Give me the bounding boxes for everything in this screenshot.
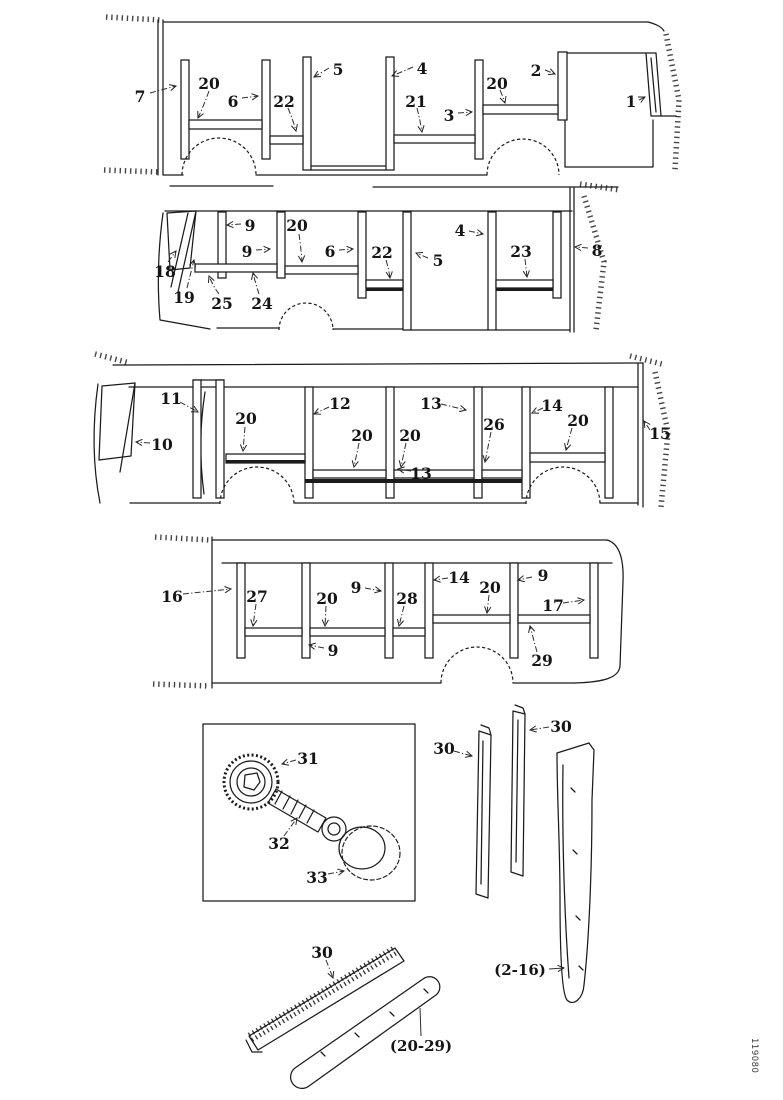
- callout-p2-5: 5: [433, 251, 444, 270]
- callout-p3-20-c: 20: [399, 426, 421, 445]
- callout-p3-20-a: 20: [235, 409, 257, 428]
- leader-lines-strips: [453, 725, 566, 972]
- wheel-arches-1: [181, 137, 560, 176]
- callout-p3-11: 11: [160, 389, 182, 408]
- fastener-detail-box: 31 32 33: [202, 723, 416, 902]
- callout-p2-19: 19: [173, 288, 195, 307]
- callout-p1-1: 1: [626, 92, 637, 111]
- callout-p4-14: 14: [448, 568, 470, 587]
- callout-p2-24: 24: [251, 294, 273, 313]
- flat-strip-20-29: [289, 976, 441, 1090]
- callout-p1-3: 3: [444, 106, 455, 125]
- screw-32: [267, 788, 347, 842]
- callout-p2-23: 23: [510, 242, 532, 261]
- callout-p4-9-c: 9: [328, 641, 339, 660]
- rails-1: [188, 104, 559, 145]
- callout-p2-6: 6: [325, 242, 336, 261]
- body-outline-3: [93, 351, 671, 508]
- detail-box-border: [202, 723, 416, 902]
- callout-p3-14: 14: [541, 396, 563, 415]
- callout-p2-9-a: 9: [245, 216, 256, 235]
- callout-p4-28: 28: [396, 589, 418, 608]
- callout-labels-1: 7 20 6 22 5 4 21 3 20 2 1: [135, 59, 637, 125]
- callout-33: 33: [306, 868, 328, 887]
- callout-p1-21: 21: [405, 92, 427, 111]
- leader-lines-bottom: [325, 959, 422, 1037]
- callout-p1-2: 2: [531, 61, 542, 80]
- callout-p2-22: 22: [371, 243, 393, 262]
- callout-p2-20: 20: [286, 216, 308, 235]
- callout-p4-29: 29: [531, 651, 553, 670]
- callout-labels-4: 16 27 20 9 28 14 20 9 17 9 29: [161, 566, 564, 670]
- group-label-20-29: (20-29): [390, 1037, 452, 1055]
- callout-p1-6: 6: [228, 92, 239, 111]
- callout-p2-4: 4: [455, 221, 466, 240]
- leader-lines-1: [149, 66, 646, 134]
- callout-p1-5: 5: [333, 60, 344, 79]
- side-view-panel-4: 16 27 20 9 28 14 20 9 17 9 29: [152, 534, 624, 689]
- body-outline-2: [157, 181, 621, 333]
- wheel-arches-3: [219, 466, 601, 505]
- wheel-arches-2: [278, 302, 334, 331]
- body-outline-1: [103, 14, 682, 176]
- callout-p4-9-b: 9: [538, 566, 549, 585]
- callout-p4-20-a: 20: [316, 589, 338, 608]
- long-side-panel-2-16: [556, 742, 595, 1004]
- callout-p3-13-b: 13: [410, 464, 432, 483]
- callout-p1-20-a: 20: [198, 74, 220, 93]
- serrated-washer-31: [222, 753, 280, 811]
- callout-32: 32: [268, 834, 290, 853]
- callout-p1-22: 22: [273, 92, 295, 111]
- bottom-parts-group: 30 (20-29): [245, 943, 452, 1090]
- pillars-4: [236, 562, 599, 659]
- callout-31: 31: [297, 749, 319, 768]
- side-view-panel-2: 9 9 20 6 22 5 4 23 8 18 19 25 24: [154, 181, 621, 333]
- callout-30-strip-right: 30: [550, 717, 572, 736]
- cap-plug-33: [338, 825, 401, 881]
- wheel-arches-4: [440, 646, 514, 684]
- callout-p1-7: 7: [135, 87, 146, 106]
- callout-p4-17: 17: [542, 596, 564, 615]
- callout-labels-3: 11 10 20 12 20 20 13 26 14 20 15 13: [151, 389, 671, 483]
- callout-p2-8: 8: [592, 241, 603, 260]
- callout-p2-9-b: 9: [242, 242, 253, 261]
- rails-4: [244, 614, 591, 637]
- group-label-2-16: (2-16): [494, 961, 546, 979]
- callout-p2-25: 25: [211, 294, 233, 313]
- callout-p3-15: 15: [649, 424, 671, 443]
- callout-p3-10: 10: [151, 435, 173, 454]
- leader-lines-2: [167, 220, 589, 295]
- rails-2: [194, 263, 554, 291]
- callout-p2-18: 18: [154, 262, 176, 281]
- callout-30-strip-left: 30: [433, 739, 455, 758]
- callout-p4-16: 16: [161, 587, 183, 606]
- side-view-panel-3: 11 10 20 12 20 20 13 26 14 20 15 13: [93, 351, 671, 508]
- callout-p3-20-b: 20: [351, 426, 373, 445]
- callout-p1-4: 4: [417, 59, 428, 78]
- callout-p3-26: 26: [483, 415, 505, 434]
- drawing-number: 119080: [749, 1038, 759, 1073]
- callout-p4-20-b: 20: [479, 578, 501, 597]
- callout-p1-20-b: 20: [486, 74, 508, 93]
- leader-lines-4: [182, 575, 586, 653]
- leader-lines-3: [134, 401, 651, 474]
- callout-p3-13-a: 13: [420, 394, 442, 413]
- trim-strip-30-left: [475, 724, 492, 899]
- callout-p3-20-d: 20: [567, 411, 589, 430]
- callout-p4-27: 27: [246, 587, 268, 606]
- callout-labels-2: 9 9 20 6 22 5 4 23 8 18 19 25 24: [154, 216, 602, 313]
- callout-p4-9-a: 9: [351, 578, 362, 597]
- pillars-2: [217, 211, 562, 331]
- rocker-molding-30: [245, 945, 405, 1053]
- rails-3: [225, 452, 606, 483]
- side-view-panel-1: 7 20 6 22 5 4 21 3 20 2 1: [103, 14, 682, 176]
- body-outline-4: [152, 534, 624, 689]
- trim-strips-group: 30 30 (2-16): [433, 704, 595, 1004]
- callout-30-molding: 30: [311, 943, 333, 962]
- leader-lines-detail: [280, 758, 346, 876]
- trim-strip-30-right: [510, 704, 526, 877]
- callout-p3-12: 12: [329, 394, 351, 413]
